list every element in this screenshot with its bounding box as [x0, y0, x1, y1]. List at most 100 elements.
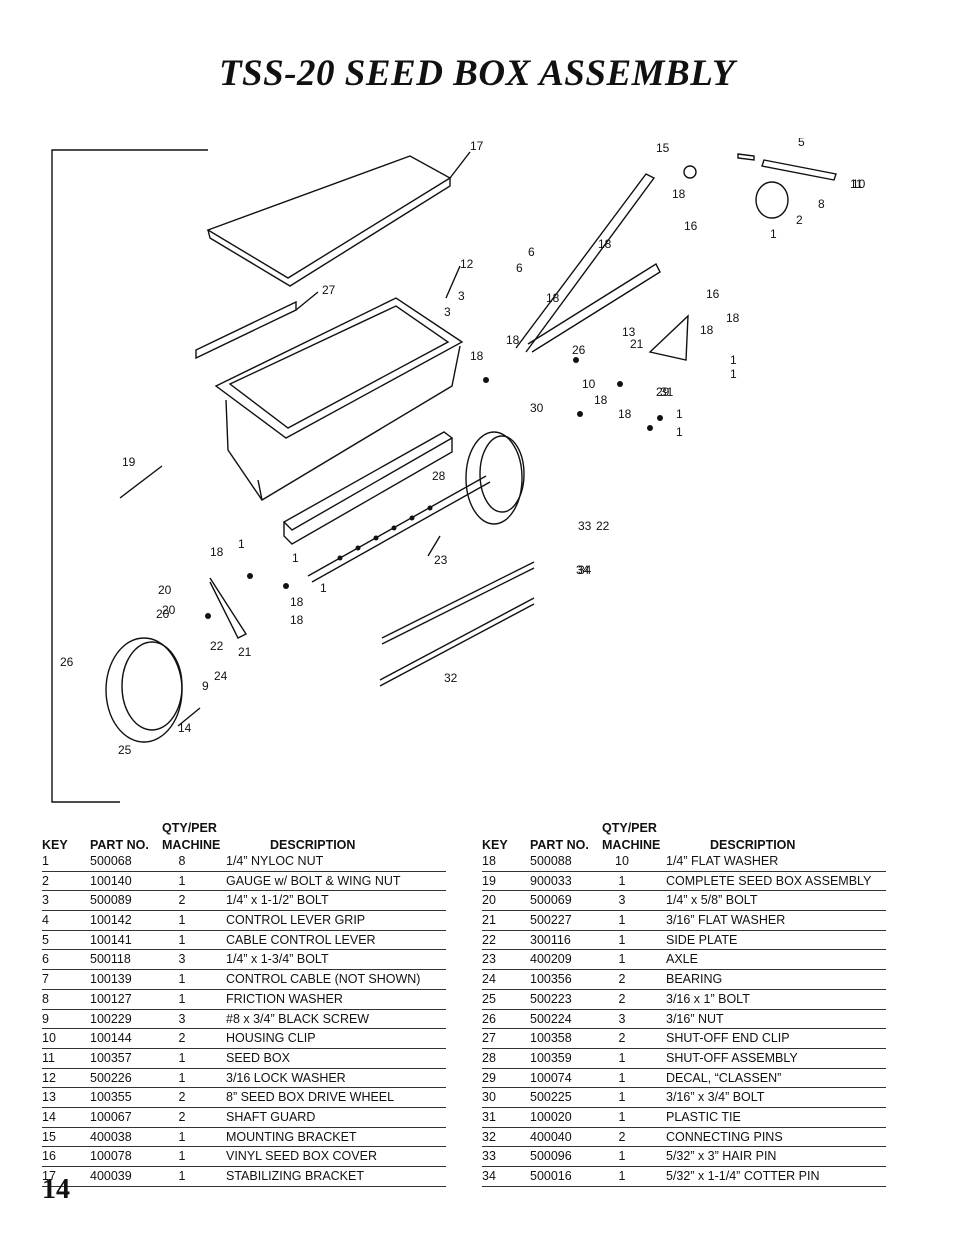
callout-label: 1	[770, 227, 777, 241]
part-number: 100141	[90, 932, 132, 947]
part-number: 300116	[530, 932, 571, 947]
callout-label: 1	[676, 407, 683, 421]
part-number: 500118	[90, 952, 131, 967]
part-description: CONTROL CABLE (NOT SHOWN)	[226, 972, 421, 987]
callout-label: 10	[852, 177, 866, 191]
part-qty: 1	[178, 913, 186, 928]
callout-labels: 17 12 27 19 28 23 33 34 32 14 25 26 20 2…	[60, 138, 866, 757]
part-key: 31	[482, 1109, 496, 1124]
header-part-no: PART NO.	[90, 838, 149, 852]
part-key: 16	[42, 1149, 56, 1164]
callout-label: 1	[292, 551, 299, 565]
part-qty: 1	[178, 1070, 186, 1085]
part-number: 100074	[530, 1070, 572, 1085]
callout-label: 28	[432, 469, 446, 483]
part-description: #8 x 3/4” BLACK SCREW	[226, 1011, 370, 1026]
callout-label: 32	[444, 671, 458, 685]
part-qty: 1	[178, 873, 186, 888]
part-number: 100067	[90, 1109, 132, 1124]
part-qty: 1	[178, 1129, 186, 1144]
part-qty: 1	[618, 1169, 626, 1183]
header-key: KEY	[482, 838, 508, 852]
part-key: 22	[482, 932, 496, 947]
part-number: 400038	[90, 1129, 132, 1144]
part-key: 25	[482, 991, 496, 1006]
page-number: 14	[42, 1174, 70, 1205]
callout-label: 12	[460, 257, 474, 271]
callout-label: 18	[506, 333, 520, 347]
part-description: AXLE	[666, 952, 698, 967]
part-number: 500226	[90, 1070, 132, 1085]
callout-label: 3	[458, 289, 465, 303]
part-number: 100144	[90, 1031, 132, 1046]
part-description: SHUT-OFF END CLIP	[666, 1031, 790, 1046]
part-key: 9	[42, 1011, 49, 1026]
part-description: SIDE PLATE	[666, 932, 738, 947]
part-qty: 3	[618, 893, 626, 908]
header-qty-line2: MACHINE	[162, 838, 221, 852]
part-key: 12	[42, 1070, 56, 1085]
part-number: 100140	[90, 873, 132, 888]
part-key: 28	[482, 1050, 496, 1065]
part-qty: 2	[178, 1109, 186, 1124]
part-number: 100127	[90, 991, 132, 1006]
part-number: 500068	[90, 854, 132, 868]
callout-label: 34	[576, 563, 590, 577]
callout-label: 11	[850, 177, 863, 191]
callout-label: 9	[202, 679, 209, 693]
callout-label: 18	[594, 393, 608, 407]
part-number: 500016	[530, 1169, 572, 1183]
callout-label: 10	[582, 377, 596, 391]
part-number: 100142	[90, 913, 132, 928]
callout-label: 6	[516, 261, 523, 275]
callout-label: 13	[622, 325, 636, 339]
part-key: 4	[42, 913, 49, 928]
part-number: 500224	[530, 1011, 572, 1026]
callout-label: 30	[530, 401, 544, 415]
part-key: 20	[482, 893, 496, 908]
table-row: 4 100142 1 CONTROL LEVER GRIP	[42, 911, 446, 931]
part-key: 7	[42, 972, 49, 987]
callout-label: 22	[596, 519, 610, 533]
part-description: CONTROL LEVER GRIP	[226, 913, 366, 928]
part-description: 1/4” x 1-1/2” BOLT	[226, 893, 329, 908]
part-number: 100020	[530, 1109, 572, 1124]
part-key: 11	[42, 1050, 55, 1065]
table-header: KEY PART NO. QTY/PER MACHINE DESCRIPTION	[42, 818, 446, 852]
part-number: 500223	[530, 991, 572, 1006]
part-description: STABILIZING BRACKET	[226, 1169, 364, 1183]
part-description: 3/16” x 3/4” BOLT	[666, 1090, 765, 1105]
part-number: 100358	[530, 1031, 572, 1046]
callout-label: 1	[676, 425, 683, 439]
part-qty: 1	[178, 991, 186, 1006]
part-description: 8” SEED BOX DRIVE WHEEL	[226, 1090, 395, 1105]
callout-label: 26	[572, 343, 586, 357]
part-qty: 1	[618, 873, 626, 888]
callout-label: 15	[656, 141, 670, 155]
page-title: TSS-20 SEED BOX ASSEMBLY	[218, 53, 736, 94]
callout-label: 1	[730, 367, 737, 381]
part-qty: 1	[618, 1050, 626, 1065]
part-number: 900033	[530, 873, 572, 888]
part-description: GAUGE w/ BOLT & WING NUT	[226, 873, 401, 888]
part-key: 34	[482, 1169, 496, 1183]
callout-label: 20	[162, 603, 176, 617]
callout-label: 2	[796, 213, 803, 227]
part-qty: 1	[618, 1149, 626, 1164]
part-qty: 8	[178, 854, 186, 868]
part-qty: 1	[178, 1169, 186, 1183]
part-qty: 2	[178, 1031, 186, 1046]
